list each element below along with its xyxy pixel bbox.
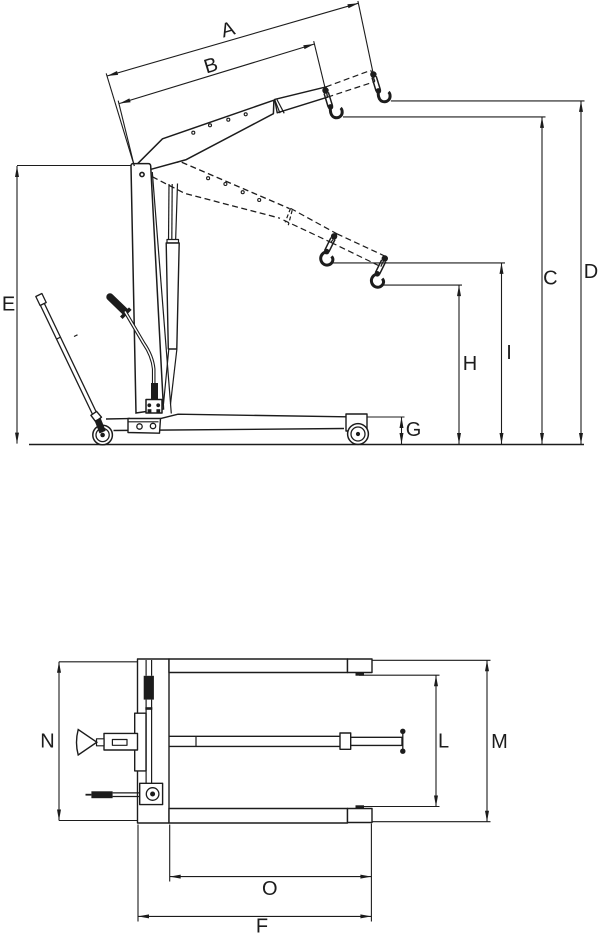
svg-text:C: C — [543, 268, 557, 290]
svg-text:O: O — [262, 878, 278, 900]
svg-text:L: L — [438, 731, 449, 753]
svg-text:N: N — [40, 731, 54, 753]
svg-text:A: A — [219, 17, 239, 42]
svg-text:H: H — [463, 353, 477, 375]
svg-text:E: E — [2, 294, 15, 316]
svg-text:B: B — [201, 54, 220, 79]
svg-text:I: I — [506, 342, 512, 364]
svg-text:D: D — [584, 261, 598, 283]
svg-text:G: G — [406, 419, 422, 441]
svg-text:F: F — [256, 915, 268, 937]
svg-text:M: M — [491, 731, 508, 753]
